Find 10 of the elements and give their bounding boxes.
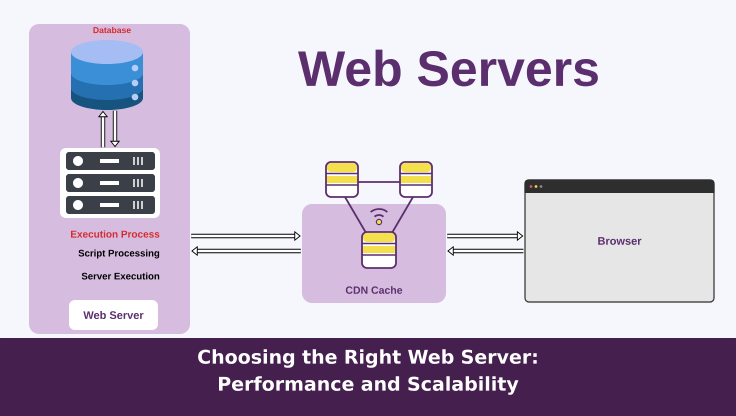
title: Web Servers [298, 50, 598, 86]
caption-banner: Choosing the Right Web Server: Performance and Scalability [0, 338, 736, 416]
list-item: Script Processing [78, 250, 160, 258]
server-rack-icon [60, 148, 160, 218]
heading: Execution Process [71, 230, 160, 238]
label: CDN Cache [346, 286, 402, 294]
browser-window: Browser [524, 179, 715, 303]
label-box: Web Server [69, 300, 158, 330]
label: Database [93, 26, 131, 34]
list-item: Server Execution [82, 272, 160, 280]
